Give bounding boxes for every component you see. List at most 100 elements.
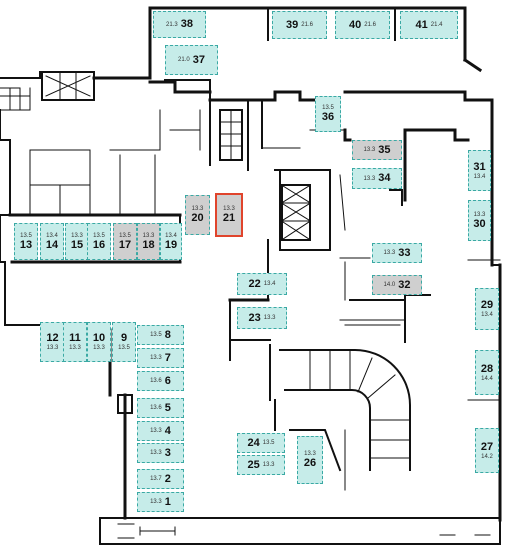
space-number: 32: [398, 278, 411, 291]
space-area: 13.4: [473, 173, 486, 180]
space-number: 2: [164, 472, 171, 485]
space-number: 4: [164, 424, 171, 437]
space-number: 18: [142, 238, 155, 251]
space-number: 7: [164, 351, 171, 364]
space-number: 36: [321, 111, 335, 123]
space-area: 13.3: [71, 232, 83, 239]
space-number: 40: [349, 18, 362, 31]
space-number: 38: [180, 18, 193, 30]
space-area: 13.3: [263, 315, 276, 321]
space-number: 1: [164, 495, 171, 508]
space-number: 34: [378, 172, 391, 184]
space-area: 13.5: [118, 345, 130, 351]
space-number: 22: [248, 277, 261, 290]
space-number: 17: [118, 238, 132, 251]
space-area: 13.4: [481, 312, 493, 318]
walls: [0, 6, 502, 545]
space-number: 23: [248, 311, 261, 324]
space-area: 13.3: [69, 345, 81, 351]
space-area: 14.2: [481, 453, 493, 460]
space-area: 13.4: [46, 232, 58, 239]
space-number: 20: [191, 212, 204, 224]
space-area: 13.5: [262, 440, 275, 446]
space-area: 14.4: [481, 375, 493, 382]
space-number: 19: [164, 238, 178, 251]
space-number: 13: [19, 238, 33, 251]
space-area: 13.5: [322, 105, 334, 111]
space-number: 25: [247, 458, 260, 471]
space-number: 3: [164, 446, 171, 459]
space-number: 15: [70, 238, 84, 251]
space-area: 13.7: [150, 476, 162, 482]
space-area: 13.4: [165, 232, 177, 239]
space-area: 21.6: [364, 22, 376, 28]
space-number: 37: [192, 53, 205, 66]
space-area: 13.6: [150, 378, 162, 384]
space-number: 33: [398, 246, 411, 259]
space-area: 13.3: [46, 345, 59, 351]
space-number: 26: [303, 457, 317, 469]
space-area: 13.3: [93, 345, 105, 351]
space-area: 13.3: [473, 211, 486, 218]
space-area: 13.3: [150, 355, 162, 361]
space-area: 13.3: [304, 451, 316, 457]
space-area: 13.3: [363, 147, 376, 153]
space-area: 13.5: [119, 232, 131, 239]
space-number: 35: [378, 143, 391, 156]
space-area: 13.3: [262, 462, 275, 468]
space-number: 16: [92, 238, 106, 251]
space-number: 10: [92, 332, 106, 344]
space-number: 6: [164, 374, 171, 387]
space-area: 13.3: [363, 175, 376, 182]
space-area: 21.6: [301, 22, 313, 28]
space-area: 13.5: [93, 232, 105, 239]
space-number: 12: [46, 332, 59, 344]
space-number: 8: [164, 328, 171, 341]
space-area: 13.3: [383, 250, 396, 256]
space-number: 31: [473, 160, 486, 173]
space-number: 21: [222, 212, 236, 224]
space-area: 21.4: [430, 22, 443, 28]
